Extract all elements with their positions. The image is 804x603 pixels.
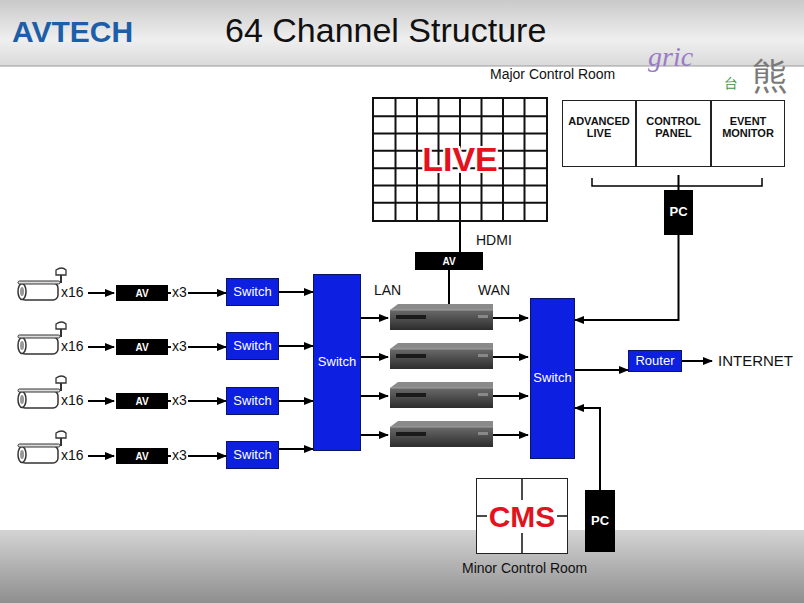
av-box: AV	[415, 252, 483, 270]
router-box: Router	[628, 350, 682, 372]
connector	[575, 408, 600, 490]
connector	[279, 291, 313, 293]
cms-cell: ADVANCED LIVE	[562, 100, 636, 167]
video-wall: LIVE	[372, 97, 548, 222]
pc-box: PC	[585, 490, 615, 552]
connector	[678, 175, 680, 190]
watermark: 台	[724, 76, 738, 91]
node-text: AV	[135, 342, 148, 353]
edge-label: x3	[171, 448, 188, 463]
edge-label: x3	[171, 339, 188, 354]
node-text: EVENT MONITOR	[715, 115, 781, 139]
node-text: Switch	[233, 448, 271, 462]
switch-box: Switch	[226, 441, 279, 469]
cms-cell: EVENT MONITOR	[711, 100, 785, 167]
node-text: Switch	[233, 285, 271, 299]
node-text: CONTROL PANEL	[640, 115, 707, 139]
connector	[575, 369, 628, 371]
node-text: AV	[135, 451, 148, 462]
edge-label: x3	[171, 285, 188, 300]
connector	[279, 345, 313, 347]
av-box: AV	[116, 448, 168, 464]
pc-box: PC	[664, 190, 693, 235]
port-label: WAN	[478, 283, 510, 298]
node-text: Switch	[233, 339, 271, 353]
edge-label: x3	[171, 393, 188, 408]
node-text: ADVANCED LIVE	[566, 115, 632, 139]
camera-count: x16	[61, 339, 84, 354]
cms-box: CMS	[476, 478, 568, 554]
node-text: LIVE	[422, 141, 498, 178]
node-text: PC	[591, 514, 609, 528]
node-text: AV	[442, 256, 455, 267]
node-text: AV	[135, 396, 148, 407]
av-box: AV	[116, 339, 168, 355]
switch-box: Switch	[226, 332, 279, 360]
cms-panel: CMSADVANCED LIVECONTROL PANELEVENT MONIT…	[562, 100, 785, 175]
connector	[279, 448, 313, 450]
watermark: gric	[648, 42, 693, 73]
connector	[575, 235, 679, 320]
av-box: AV	[116, 393, 168, 409]
connector	[279, 400, 313, 402]
watermark: 熊	[752, 56, 788, 96]
switch-box: Switch	[226, 278, 279, 306]
port-label: LAN	[374, 283, 401, 298]
diagram-title: 64 Channel Structure	[225, 12, 546, 49]
node-text: PC	[669, 205, 687, 219]
switch-box: Switch	[313, 274, 361, 451]
camera-count: x16	[61, 448, 84, 463]
network-label: INTERNET	[718, 353, 793, 370]
room-label: Major Control Room	[490, 67, 615, 82]
node-text: Router	[635, 354, 674, 368]
camera-count: x16	[61, 285, 84, 300]
node-text: Switch	[533, 371, 571, 385]
switch-box: Switch	[530, 298, 575, 459]
connector	[459, 222, 461, 252]
av-box: AV	[116, 285, 168, 301]
cms-cell: CONTROL PANEL	[636, 100, 711, 167]
signal-label: HDMI	[476, 233, 512, 248]
node-text: Switch	[233, 394, 271, 408]
room-label: Minor Control Room	[462, 561, 587, 576]
node-text: Switch	[318, 355, 356, 369]
switch-box: Switch	[226, 387, 279, 415]
node-text: AV	[135, 288, 148, 299]
camera-count: x16	[61, 393, 84, 408]
logo-text: AVTECH	[12, 15, 133, 48]
cms-title: CMS	[487, 500, 558, 533]
